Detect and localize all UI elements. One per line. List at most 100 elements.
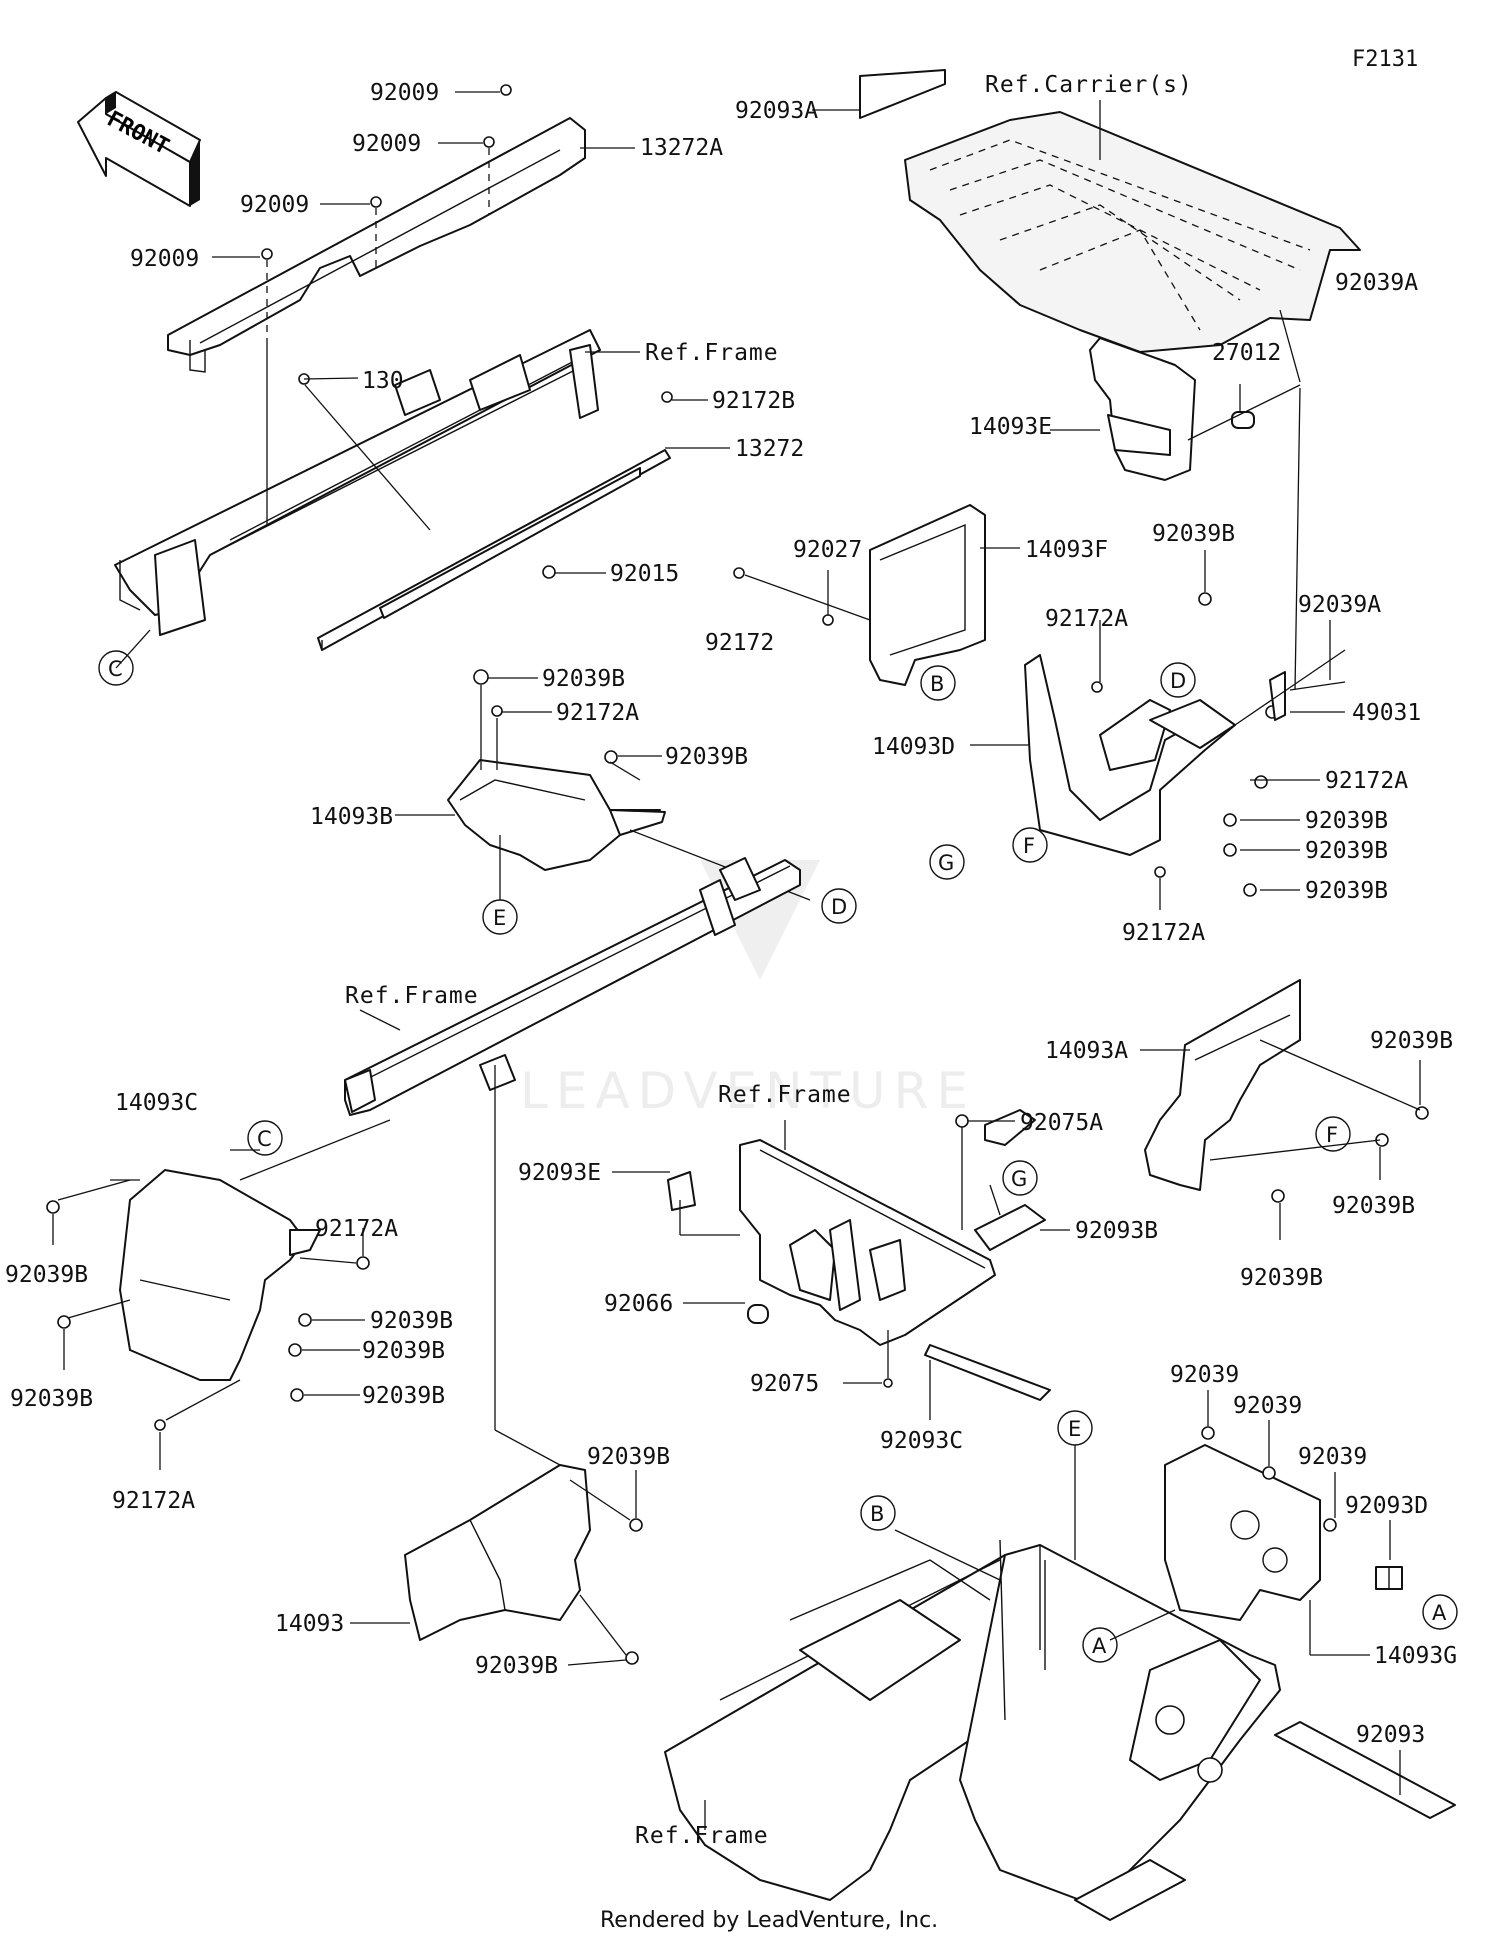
carrier-ref xyxy=(859,69,1361,353)
part-label: 92039B xyxy=(1305,878,1388,904)
screw-icon xyxy=(261,84,673,579)
panel-14093g xyxy=(1164,1444,1321,1621)
part-label: 92015 xyxy=(610,561,679,587)
part-label: 92039B xyxy=(1240,1265,1323,1291)
callout-d: D xyxy=(1160,662,1196,698)
part-label: 92039 xyxy=(1233,1393,1302,1419)
callout-a: A xyxy=(1082,1627,1118,1663)
panel-14093d xyxy=(1024,654,1236,856)
part-label: 92093A xyxy=(735,98,818,124)
part-label: 92093C xyxy=(880,1428,963,1454)
callout-d: D xyxy=(821,888,857,924)
callout-f: F xyxy=(1315,1116,1351,1152)
svg-text:B: B xyxy=(930,672,944,696)
part-label: 92172A xyxy=(315,1216,398,1242)
part-label: 92039B xyxy=(362,1383,445,1409)
callout-e: E xyxy=(1057,1410,1093,1446)
ref-frame-label: Ref.Frame xyxy=(645,340,779,366)
ref-carrier-label: Ref.Carrier(s) xyxy=(985,72,1193,98)
part-label: 14093D xyxy=(872,734,955,760)
part-label: 92039 xyxy=(1170,1362,1239,1388)
part-label: 92039B xyxy=(542,666,625,692)
svg-text:A: A xyxy=(1092,1634,1107,1658)
part-label: 92093D xyxy=(1345,1493,1428,1519)
part-label: 92039A xyxy=(1335,270,1418,296)
callout-c: C xyxy=(98,650,134,686)
part-label: 92039B xyxy=(370,1308,453,1334)
part-label: 14093A xyxy=(1045,1038,1128,1064)
part-label: 14093F xyxy=(1025,537,1108,563)
part-label: 92172A xyxy=(1122,920,1205,946)
callout-g: G xyxy=(1002,1160,1038,1196)
svg-text:C: C xyxy=(108,657,123,681)
part-label: 92172A xyxy=(1325,768,1408,794)
rail-13272 xyxy=(317,449,671,651)
strip-92093 xyxy=(1274,1721,1456,1819)
ref-frame-label: Ref.Frame xyxy=(718,1082,852,1108)
svg-text:G: G xyxy=(938,851,954,875)
part-label: 92009 xyxy=(240,192,309,218)
clip-icon xyxy=(46,1200,370,1431)
part-label: 92039B xyxy=(1332,1193,1415,1219)
part-label: 92039B xyxy=(587,1444,670,1470)
svg-text:B: B xyxy=(870,1502,884,1526)
part-label: 92009 xyxy=(370,80,439,106)
callout-b: B xyxy=(920,665,956,701)
svg-text:E: E xyxy=(1068,1417,1081,1441)
part-label: 14093C xyxy=(115,1090,198,1116)
part-label: 92027 xyxy=(793,537,862,563)
part-label: 92009 xyxy=(352,131,421,157)
part-label: 92075A xyxy=(1020,1110,1103,1136)
part-label: 92093 xyxy=(1356,1722,1425,1748)
panel-14093e xyxy=(1089,337,1196,481)
callout-f: F xyxy=(1012,827,1048,863)
main-frame-ref xyxy=(664,1539,1281,1921)
part-label: 92093E xyxy=(518,1160,601,1186)
part-label: 92039B xyxy=(475,1653,558,1679)
ref-frame-label: Ref.Frame xyxy=(345,983,479,1009)
watermark-text: LEADVENTURE xyxy=(520,1062,976,1120)
part-label: 92039 xyxy=(1298,1444,1367,1470)
figure-code: F2131 xyxy=(1352,47,1418,72)
part-label: 92009 xyxy=(130,246,199,272)
part-label: 92039B xyxy=(1152,521,1235,547)
svg-text:A: A xyxy=(1432,1601,1447,1625)
part-label: 13272 xyxy=(735,436,804,462)
panel-14093 xyxy=(404,1464,591,1641)
part-label: 92039B xyxy=(5,1262,88,1288)
svg-text:D: D xyxy=(831,895,847,919)
part-label: 92039B xyxy=(1370,1028,1453,1054)
panel-14093b xyxy=(447,759,666,871)
grommet-92093d xyxy=(1375,1566,1403,1590)
ref-frame-label: Ref.Frame xyxy=(635,1823,769,1849)
part-label: 92039B xyxy=(10,1386,93,1412)
part-label: 49031 xyxy=(1352,700,1421,726)
part-label: 92172B xyxy=(712,388,795,414)
part-label: 13272A xyxy=(640,135,723,161)
svg-text:C: C xyxy=(257,1127,272,1151)
part-label: 130 xyxy=(362,368,404,394)
part-label: 92039B xyxy=(665,744,748,770)
panel-14093f xyxy=(869,504,986,686)
svg-text:D: D xyxy=(1170,669,1186,693)
frame-cross-member xyxy=(344,857,801,1116)
part-label: 14093 xyxy=(275,1611,344,1637)
callout-e: E xyxy=(482,899,518,935)
part-label: 92066 xyxy=(604,1291,673,1317)
floor-frame-section xyxy=(667,1109,1051,1401)
front-arrow-icon: FRONT xyxy=(77,91,201,207)
part-27012 xyxy=(1231,411,1255,429)
part-label: 92172A xyxy=(556,700,639,726)
callout-g: G xyxy=(929,844,965,880)
part-label: 14093G xyxy=(1374,1643,1457,1669)
part-label: 92172A xyxy=(112,1488,195,1514)
part-label: 92039B xyxy=(362,1338,445,1364)
svg-text:E: E xyxy=(493,906,506,930)
clip-icon xyxy=(1201,1426,1337,1532)
part-label: 92039A xyxy=(1298,592,1381,618)
svg-text:F: F xyxy=(1326,1123,1338,1147)
part-label: 92039B xyxy=(1305,808,1388,834)
part-label: 27012 xyxy=(1212,340,1281,366)
footer-credit: Rendered by LeadVenture, Inc. xyxy=(600,1908,938,1933)
